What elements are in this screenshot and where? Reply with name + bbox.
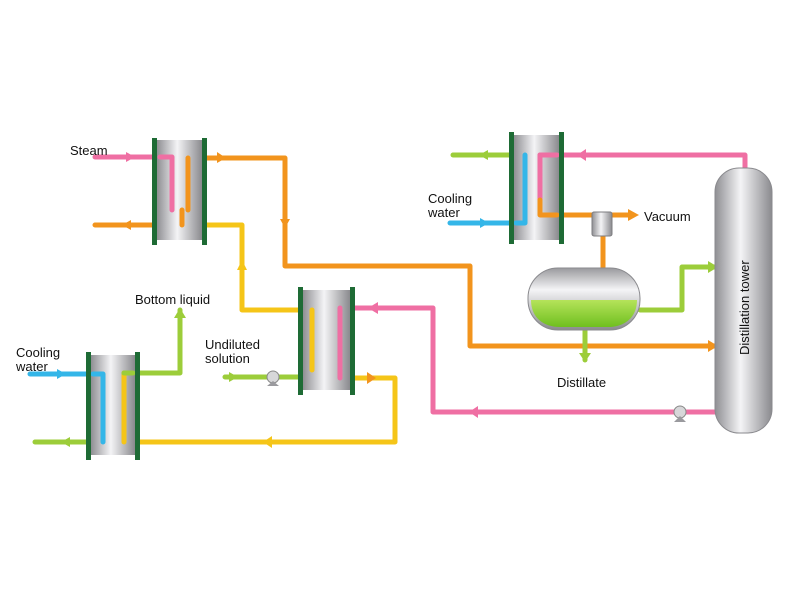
vacuum-label: Vacuum bbox=[644, 209, 691, 224]
feed-pump-base bbox=[267, 381, 279, 386]
cooling-water-left-out-arrow bbox=[61, 437, 70, 447]
tower-bottoms-arrow-1 bbox=[469, 406, 478, 418]
vacuum-fitting bbox=[591, 211, 613, 237]
separator-drum bbox=[527, 267, 641, 331]
bottom-liquid-arrow-1 bbox=[367, 372, 376, 384]
cooling-water-right-label-line2: water bbox=[427, 205, 460, 220]
cooling-water-right-label-line1: Cooling bbox=[428, 191, 472, 206]
reflux-arrow bbox=[708, 261, 718, 273]
distillation-tower bbox=[714, 167, 773, 434]
distillate-label: Distillate bbox=[557, 375, 606, 390]
condenser bbox=[509, 132, 564, 244]
overhead-arrow bbox=[577, 149, 586, 161]
tower-feed-arrow bbox=[708, 340, 718, 352]
bottom-liquid-cooler bbox=[86, 352, 140, 460]
cooling-water-left-arrow bbox=[57, 369, 66, 379]
heated-feed-pipe bbox=[185, 155, 718, 349]
cooling-water-right-out-arrow bbox=[479, 150, 488, 160]
heated-feed-arrow-1 bbox=[217, 152, 226, 163]
undiluted-solution-label-line1: Undiluted bbox=[205, 337, 260, 352]
overhead-vapor-pipe bbox=[537, 152, 748, 218]
preheated-arrow bbox=[237, 260, 247, 270]
undiluted-solution-label-line2: solution bbox=[205, 351, 250, 366]
bottom-liquid-arrow-2 bbox=[263, 436, 272, 448]
steam-heater bbox=[152, 138, 207, 245]
steam-label: Steam bbox=[70, 143, 108, 158]
tower-bottoms-arrow-2 bbox=[368, 302, 378, 314]
reflux-pipe bbox=[637, 264, 718, 313]
solution-heat-exchanger bbox=[298, 287, 355, 395]
bottom-liquid-outlet-pipe bbox=[121, 307, 183, 376]
cooling-water-left-label-line2: water bbox=[15, 359, 48, 374]
cooling-water-left-label-line1: Cooling bbox=[16, 345, 60, 360]
condensate-arrow bbox=[122, 220, 131, 230]
vacuum-arrow bbox=[628, 209, 639, 221]
bottoms-pump-base bbox=[674, 416, 686, 422]
heated-feed-arrow-2 bbox=[280, 219, 290, 228]
cooling-water-right-arrow bbox=[480, 218, 489, 228]
undiluted-arrow bbox=[229, 372, 238, 382]
bottom-liquid-label: Bottom liquid bbox=[135, 292, 210, 307]
distillation-tower-label: Distillation tower bbox=[737, 260, 752, 355]
distillate-arrow bbox=[579, 353, 591, 362]
steam-arrow bbox=[126, 152, 135, 162]
bottom-liquid-out-arrow bbox=[174, 308, 186, 318]
